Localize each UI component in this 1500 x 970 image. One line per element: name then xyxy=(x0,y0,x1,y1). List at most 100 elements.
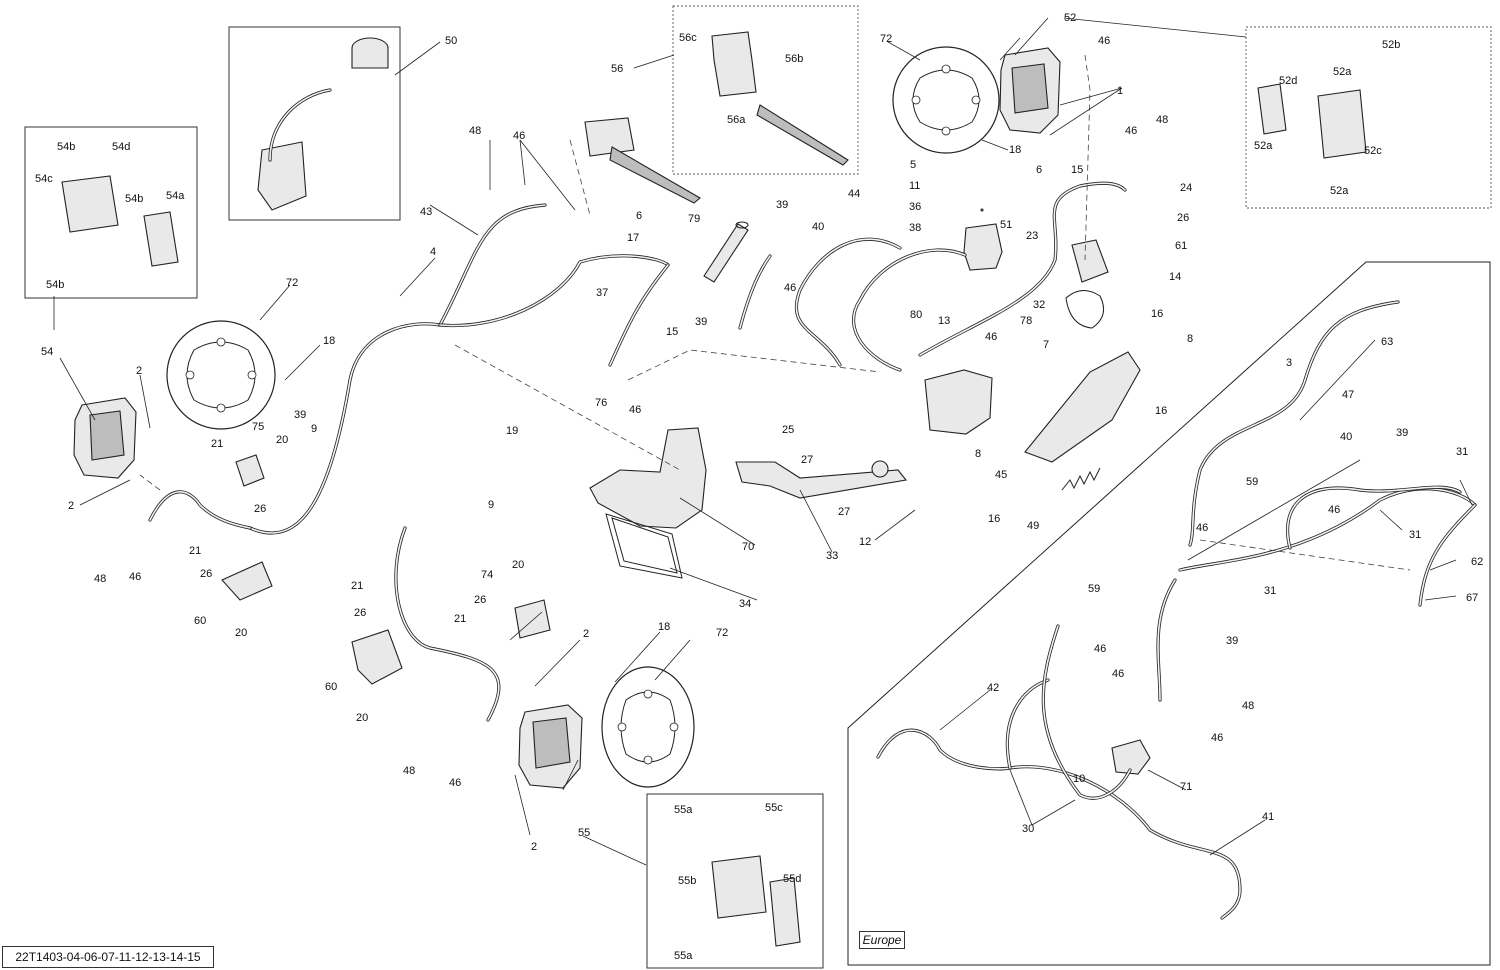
callout-72-bottom: 72 xyxy=(716,627,728,639)
callout-60-a: 60 xyxy=(194,615,206,627)
callout-46-top: 46 xyxy=(513,130,525,142)
callout-16-a: 16 xyxy=(1151,308,1163,320)
callout-52a-1: 52a xyxy=(1333,66,1352,78)
callout-19: 19 xyxy=(506,425,518,437)
spring-49 xyxy=(1061,467,1101,491)
abs-bracket-70 xyxy=(589,427,707,529)
callout-75: 75 xyxy=(252,421,264,433)
callout-15-mid: 15 xyxy=(666,326,678,338)
gasket-34 xyxy=(605,513,683,579)
assembly-lines xyxy=(139,54,1411,571)
callout-48-lower: 48 xyxy=(1242,700,1254,712)
inset-frame-52 xyxy=(1245,26,1492,209)
callout-39-right: 39 xyxy=(1396,427,1408,439)
callout-5: 5 xyxy=(910,159,916,171)
callout-72-left: 72 xyxy=(286,277,298,289)
caliper-top xyxy=(999,47,1061,134)
callout-46-center: 46 xyxy=(985,331,997,343)
master-cylinder-reservoir xyxy=(584,117,701,204)
callout-24: 24 xyxy=(1180,182,1192,194)
callout-74: 74 xyxy=(481,569,493,581)
callout-32: 32 xyxy=(1033,299,1045,311)
callout-56c: 56c xyxy=(679,32,697,44)
callout-36: 36 xyxy=(909,201,921,213)
callout-27-b: 27 xyxy=(838,506,850,518)
callout-16-b: 16 xyxy=(1155,405,1167,417)
bracket-74 xyxy=(514,599,551,639)
callout-55: 55 xyxy=(578,827,590,839)
callout-13: 13 xyxy=(938,315,950,327)
callout-54b-inset-1: 54b xyxy=(57,141,75,153)
callout-56b: 56b xyxy=(785,53,803,65)
bracket-60-b xyxy=(351,629,403,685)
callout-79: 79 xyxy=(688,213,700,225)
callout-10: 10 xyxy=(1073,773,1085,785)
leader-lines xyxy=(53,17,1473,866)
pedal-bracket-45 xyxy=(1024,351,1141,463)
callout-45: 45 xyxy=(995,469,1007,481)
callout-23: 23 xyxy=(1026,230,1038,242)
rear-master-cylinder xyxy=(924,208,1003,435)
callout-52b: 52b xyxy=(1382,39,1400,51)
callout-55a-2: 55a xyxy=(674,950,693,962)
callout-30: 30 xyxy=(1022,823,1034,835)
callout-21-mid: 21 xyxy=(351,580,363,592)
callout-2-bottom: 2 xyxy=(531,841,537,853)
callout-11: 11 xyxy=(909,180,920,192)
bracket-60-a xyxy=(221,561,273,601)
callout-42: 42 xyxy=(987,682,999,694)
region-label-europe: Europe xyxy=(859,931,905,949)
callout-48-topright: 48 xyxy=(1156,114,1168,126)
callout-43: 43 xyxy=(420,206,432,218)
europe-section-frame xyxy=(847,261,1491,966)
callout-56a: 56a xyxy=(727,114,746,126)
pad-inset-54 xyxy=(61,175,179,267)
callout-16-c: 16 xyxy=(988,513,1000,525)
callout-46-lower-a: 46 xyxy=(1094,643,1106,655)
callout-46-right: 46 xyxy=(1125,125,1137,137)
callout-17: 17 xyxy=(627,232,639,244)
callout-46-right-b: 46 xyxy=(1328,504,1340,516)
callout-76: 76 xyxy=(595,397,607,409)
callout-12: 12 xyxy=(859,536,871,548)
callout-52d: 52d xyxy=(1279,75,1297,87)
callout-54c: 54c xyxy=(35,173,53,185)
callout-6-mid: 6 xyxy=(636,210,642,222)
callout-27-a: 27 xyxy=(801,454,813,466)
callout-9-left: 9 xyxy=(311,423,317,435)
callout-39-lower: 39 xyxy=(1226,635,1238,647)
callouts: 50 54b 54d 54c 54b 54a 54b 54 72 2 18 39… xyxy=(35,12,1483,962)
callout-72-top: 72 xyxy=(880,33,892,45)
callout-1: 1 xyxy=(1117,85,1123,97)
callout-54b-inset-3: 54b xyxy=(46,279,64,291)
callout-63: 63 xyxy=(1381,336,1393,348)
inset-frame-56 xyxy=(672,5,859,175)
callout-56: 56 xyxy=(611,63,623,75)
pad-inset-52 xyxy=(1257,83,1367,159)
callout-40-right: 40 xyxy=(1340,431,1352,443)
callout-31-c: 31 xyxy=(1264,585,1276,597)
callout-9-mid: 9 xyxy=(488,499,494,511)
callout-21-left-a: 21 xyxy=(211,438,223,450)
callout-46-topright: 46 xyxy=(1098,35,1110,47)
callout-62: 62 xyxy=(1471,556,1483,568)
callout-48-left: 48 xyxy=(94,573,106,585)
diagram-code-label: 22T1403-04-06-07-11-12-13-14-15 xyxy=(2,946,214,968)
callout-7: 7 xyxy=(1043,339,1049,351)
callout-37: 37 xyxy=(596,287,608,299)
brake-disc-left xyxy=(166,320,276,430)
callout-54: 54 xyxy=(41,346,53,358)
bracket-61 xyxy=(1071,239,1109,283)
callout-31-b: 31 xyxy=(1409,529,1421,541)
callout-54d: 54d xyxy=(112,141,130,153)
callout-25: 25 xyxy=(782,424,794,436)
callout-39-mid: 39 xyxy=(695,316,707,328)
callout-34: 34 xyxy=(739,598,751,610)
callout-20-mid: 20 xyxy=(356,712,368,724)
callout-33: 33 xyxy=(826,550,838,562)
callout-54a: 54a xyxy=(166,190,185,202)
callout-50: 50 xyxy=(445,35,457,47)
callout-60-b: 60 xyxy=(325,681,337,693)
brake-disc-top xyxy=(892,46,1000,154)
